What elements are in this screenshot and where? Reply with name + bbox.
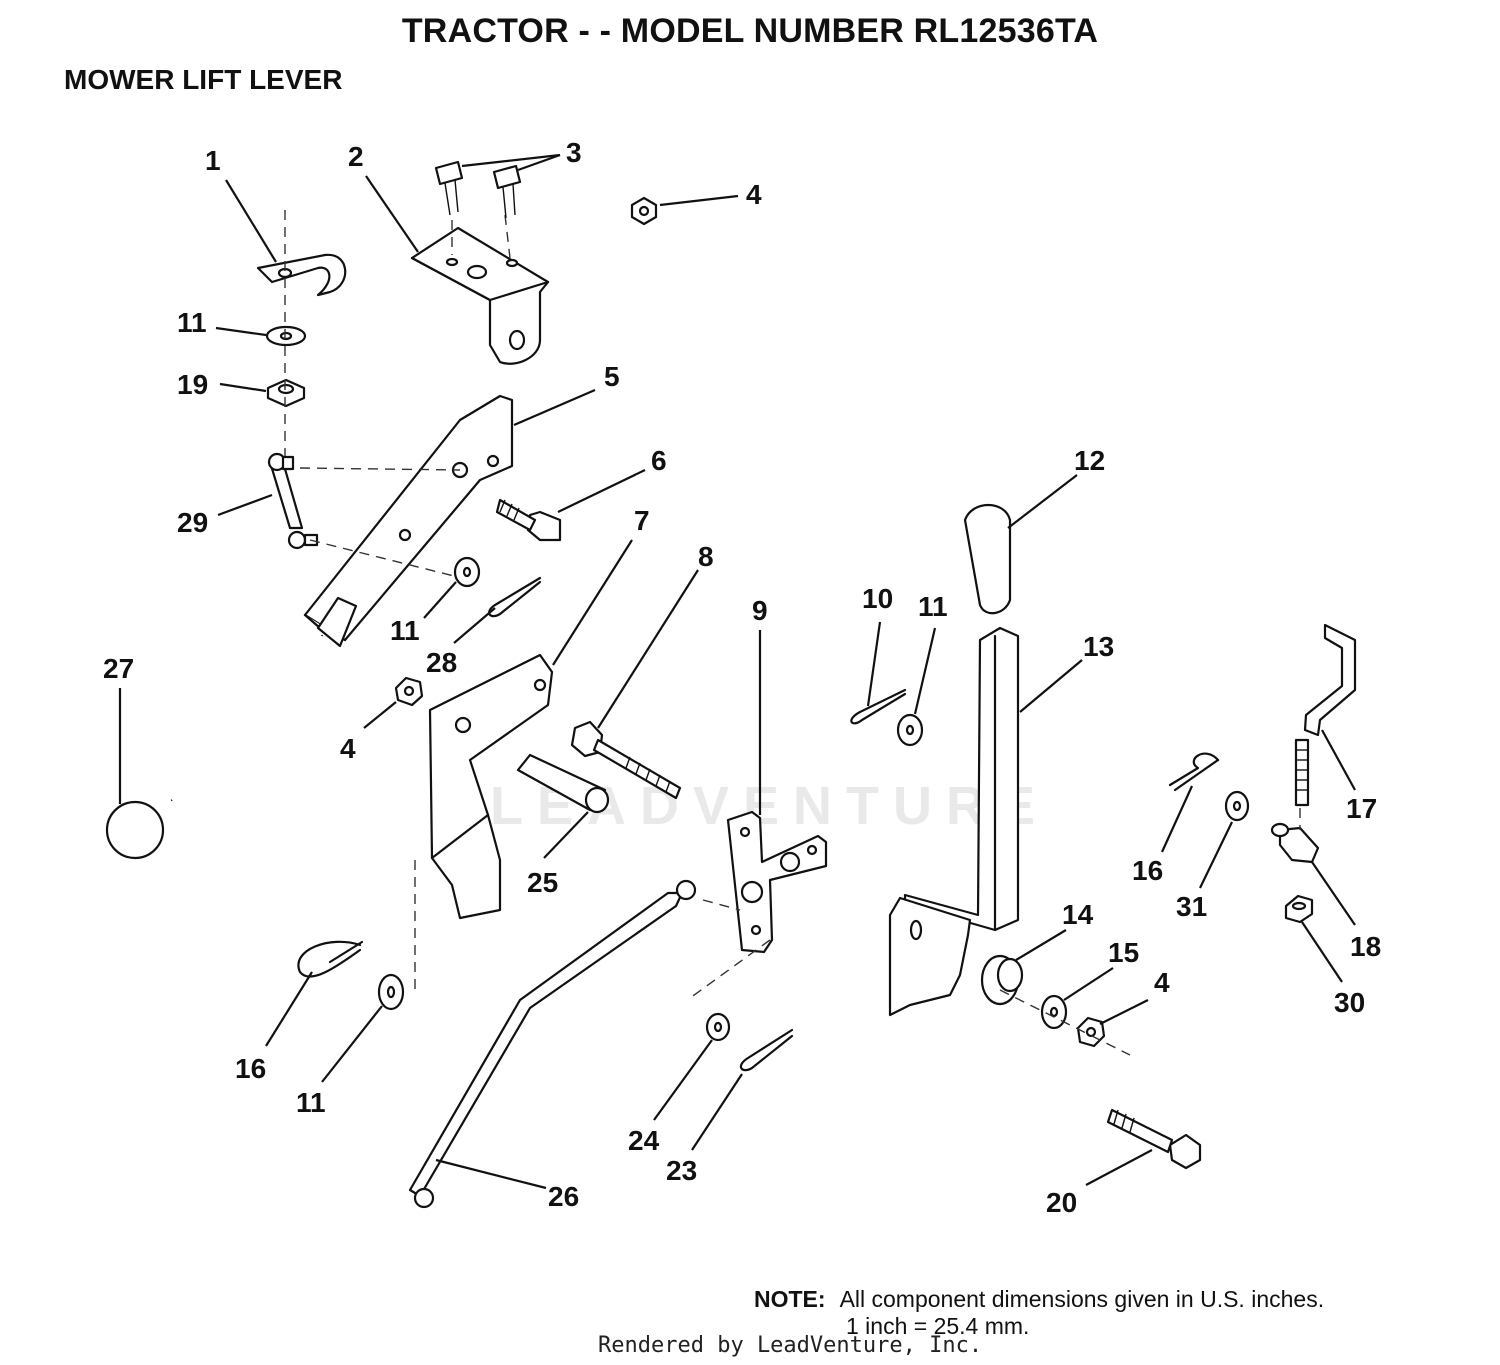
callout-19: 19 [177,369,208,400]
callout-3: 3 [566,137,582,168]
callout-8: 8 [698,541,714,572]
part-4-nut [630,196,658,226]
callout-25: 25 [527,867,558,898]
leader-lines [118,153,1356,1190]
callout-13: 13 [1083,631,1114,662]
callout-11: 11 [177,307,207,338]
callout-6: 6 [651,445,667,476]
part-27-knob [105,800,165,860]
part-29-link [267,452,319,550]
part-7-plate [428,653,554,920]
callout-labels: 1 2 3 4 11 19 5 6 29 7 8 9 10 11 12 13 1… [103,137,1381,1218]
callout-4-b: 4 [340,733,356,764]
part-20-bolt [1106,1108,1202,1170]
callout-15: 15 [1108,937,1139,968]
dimension-note: NOTE: All component dimensions given in U… [754,1286,1324,1313]
part-11-washer-4 [377,973,405,1011]
part-13-lift-lever [888,626,1020,1017]
part-1-clip [256,253,347,297]
part-16-hairpin-clip-2 [297,940,364,978]
callout-29: 29 [177,507,208,538]
callout-16-b: 16 [1132,855,1163,886]
callout-11-d: 11 [296,1087,326,1118]
footer-credit: Rendered by LeadVenture, Inc. [598,1333,983,1358]
part-24-washer [705,1012,731,1042]
callout-7: 7 [634,505,650,536]
part-17-adjustment-rod [1294,623,1357,807]
part-11-washer-2 [453,556,481,588]
callout-10: 10 [862,583,893,614]
callout-18: 18 [1350,931,1381,962]
part-19-nut [266,378,306,408]
part-23-cotter-pin [739,1028,794,1072]
part-3-bolts [434,160,522,219]
part-4-nut-2 [394,676,424,707]
callout-17: 17 [1346,793,1377,824]
part-31-washer [1224,790,1250,822]
part-15-washer [1040,994,1068,1030]
part-30-nut [1284,894,1314,924]
callout-11-c: 11 [390,615,420,646]
part-6-bolt [495,498,562,542]
part-18-trunnion [1270,822,1320,864]
part-9-pivot-plate [726,810,828,954]
note-line-1: All component dimensions given in U.S. i… [839,1286,1325,1312]
callout-20: 20 [1046,1187,1077,1218]
callout-16: 16 [235,1053,266,1084]
part-4-nut-3 [1076,1016,1106,1048]
callout-30: 30 [1334,987,1365,1018]
callout-23: 23 [666,1155,697,1186]
callout-28: 28 [426,647,457,678]
part-27-rod [170,634,324,802]
callout-27: 27 [103,653,134,684]
callout-4: 4 [746,179,762,210]
part-2-mounting-bracket [410,214,550,365]
note-line-2: 1 inch = 25.4 mm. [846,1313,1030,1339]
part-16-hairpin-clip [1168,752,1220,792]
callout-2: 2 [348,141,364,172]
callout-24: 24 [628,1125,660,1156]
callout-9: 9 [752,595,768,626]
section-title: MOWER LIFT LEVER [64,64,343,95]
part-8-bolt [570,720,682,800]
part-11-washer [265,325,307,347]
callout-12: 12 [1074,445,1105,476]
callout-31: 31 [1176,891,1207,922]
callout-11-b: 11 [918,591,948,622]
page-title: TRACTOR - - MODEL NUMBER RL12536TA [401,12,1099,50]
note-label: NOTE: [754,1286,826,1312]
part-26-rod [408,879,697,1209]
part-10-cotter-pin [850,688,907,725]
part-25-spacer [516,753,610,814]
callout-4-c: 4 [1154,967,1170,998]
callout-14: 14 [1062,899,1094,930]
callout-1: 1 [205,145,221,176]
part-5-lift-arm [303,394,514,648]
callout-26: 26 [548,1181,579,1212]
part-11-washer-3 [896,713,924,747]
callout-5: 5 [604,361,620,392]
part-14-bushing [980,954,1024,1006]
part-12-handle-grip [963,504,1012,615]
part-28-cotter-pin [488,576,542,618]
